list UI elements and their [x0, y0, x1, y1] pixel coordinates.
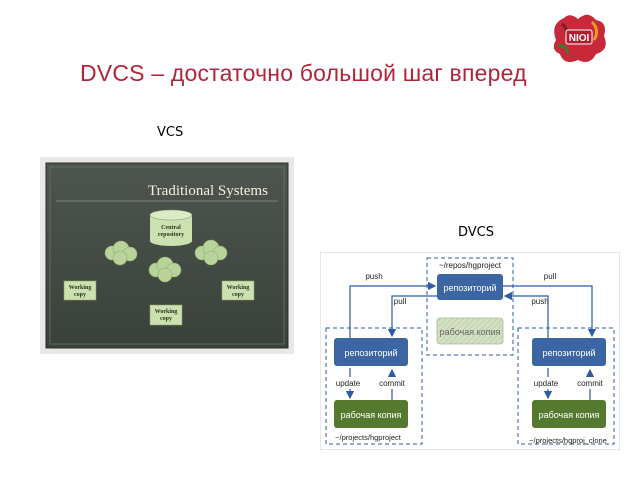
push-arrow-right: [503, 291, 549, 338]
left-clone-boundary: [325, 327, 423, 445]
pull-right-label: pull: [544, 272, 557, 281]
right-repo-label: репозиторий: [542, 348, 595, 358]
working-copy-bottom: Working copy: [149, 304, 183, 326]
central-repository-node: Central repository: [149, 209, 193, 246]
left-working-label: рабочая копия: [341, 410, 402, 420]
working-left-line1: Working: [69, 285, 92, 291]
working-copy-right: Working copy: [221, 280, 255, 301]
central-line2: repository: [158, 232, 184, 238]
working-left-line2: copy: [74, 292, 86, 298]
cloud-icon: [148, 256, 182, 283]
vcs-diagram: Traditional Systems Central repository W…: [40, 157, 294, 354]
right-working-copy: рабочая копия: [532, 400, 606, 428]
slide-title: DVCS – достаточно большой шаг вперед: [80, 60, 527, 86]
right-repository: репозиторий: [532, 338, 606, 366]
pull-arrow-left: [387, 295, 437, 338]
right-working-label: рабочая копия: [539, 410, 600, 420]
working-bottom-line1: Working: [155, 309, 178, 315]
working-right-line2: copy: [232, 292, 244, 298]
dvcs-label: DVCS: [458, 225, 495, 240]
pull-arrow-right: [503, 285, 597, 338]
update-left-label: update: [336, 379, 361, 388]
left-path: ~/projects/hgproject: [335, 433, 402, 442]
right-clone-boundary: [517, 327, 615, 445]
left-working-copy: рабочая копия: [334, 400, 408, 428]
server-working-copy: рабочая копия: [436, 317, 504, 345]
push-right-label: push: [531, 297, 548, 306]
cloud-icon: [194, 239, 228, 266]
server-repository: репозиторий: [437, 274, 503, 300]
commit-left-label: commit: [379, 379, 406, 388]
push-arrow-left: [349, 281, 437, 338]
commit-right-label: commit: [577, 379, 604, 388]
left-repository: репозиторий: [334, 338, 408, 366]
server-repo-label: репозиторий: [443, 283, 496, 293]
working-copy-left: Working copy: [63, 280, 97, 301]
vcs-label: VCS: [157, 125, 184, 140]
left-repo-label: репозиторий: [344, 348, 397, 358]
central-line1: Central: [161, 225, 181, 231]
working-right-line1: Working: [227, 285, 250, 291]
vcs-figure-title: Traditional Systems: [148, 183, 268, 199]
update-right-label: update: [534, 379, 559, 388]
push-left-label: push: [365, 272, 382, 281]
cloud-icon: [104, 240, 138, 266]
server-path: ~/repos/hgproject: [439, 261, 502, 270]
working-bottom-line2: copy: [160, 316, 172, 322]
right-path: ~/projects/hgproj_clone: [529, 436, 607, 445]
nioi-logo-icon: NIOI: [553, 14, 606, 62]
server-boundary: [426, 257, 514, 356]
dvcs-diagram: ~/repos/hgproject репозиторий рабочая ко…: [319, 251, 621, 451]
server-working-label: рабочая копия: [440, 327, 501, 337]
logo-text: NIOI: [569, 33, 590, 44]
nioi-logo: NIOI: [548, 10, 610, 68]
pull-left-label: pull: [394, 297, 407, 306]
